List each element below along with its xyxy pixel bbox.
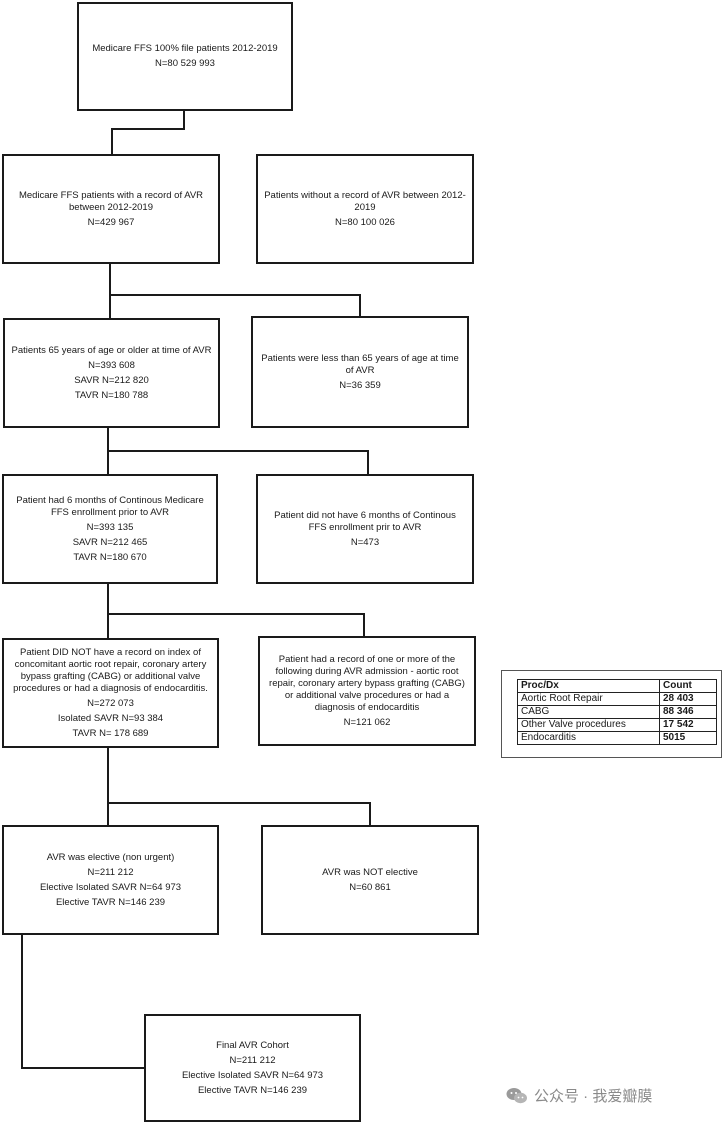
box-text-line: N=429 967 [87,216,135,228]
legend-header-row: Proc/Dx Count [517,679,717,693]
legend-row-label: Aortic Root Repair [517,692,660,706]
box-text-line: N=211 212 [229,1054,276,1066]
legend-row-label: Other Valve procedures [517,718,660,732]
legend-row-count: 88 346 [659,705,717,719]
watermark-text: 公众号 · 我爱瓣膜 [534,1088,653,1105]
box-text-line: Patient had 6 months of Continous Medica… [16,494,204,518]
box-text-line: N=393 608 [88,359,135,371]
box-text-line: Medicare FFS patients with a record of A… [18,189,204,213]
box-text-line: AVR was NOT elective [322,866,418,878]
connector-10-12 [21,935,144,1069]
connector-4-5 [108,450,369,474]
legend-header-proc: Proc/Dx [517,679,660,693]
legend-row: Endocarditis 5015 [517,731,717,745]
legend-row: Aortic Root Repair 28 403 [517,692,717,706]
connector-8-9 [108,802,371,825]
no-avr-record-box: Patients without a record of AVR between… [256,154,474,264]
box-text-line: N=80 529 993 [155,58,215,69]
connector-6-7 [108,613,365,636]
box-text-line: AVR was elective (non urgent) [46,851,175,863]
box-text-line: Isolated SAVR N=93 384 [57,712,164,724]
concomitant-procedure-box: Patient had a record of one or more of t… [258,636,476,746]
box-text-line: Patient did not have 6 months of Contino… [274,509,456,533]
box-text-line: N=393 135 [86,521,134,533]
legend-row: Other Valve procedures 17 542 [517,718,717,732]
box-text-line: Medicare FFS 100% file patients 2012-201… [92,43,278,54]
no-concomitant-procedure-box: Patient DID NOT have a record on index o… [2,638,219,748]
box-text-line: N=473 [350,536,380,548]
legend-row-label: Endocarditis [517,731,660,745]
age-65-plus-box: Patients 65 years of age or older at tim… [3,318,220,428]
procedure-count-table: Proc/Dx Count Aortic Root Repair 28 403 … [517,679,717,745]
wechat-icon [506,1087,527,1103]
procedure-count-legend: Proc/Dx Count Aortic Root Repair 28 403 … [501,670,722,758]
box-text-line: Patient had a record of one or more of t… [269,653,465,713]
connector-1-2 [111,111,185,154]
box-text-line: Elective TAVR N=146 239 [55,896,166,908]
box-text-line: N=272 073 [87,697,134,709]
box-text-line: Patients without a record of AVR between… [264,189,466,213]
legend-row-count: 28 403 [659,692,717,706]
box-text-line: SAVR N=212 465 [72,536,148,548]
box-text-line: Patient DID NOT have a record on index o… [13,646,208,694]
connector-2-3 [110,294,361,316]
box-text-line: N=121 062 [343,716,391,728]
legend-row-count: 5015 [659,731,717,745]
legend-header-count: Count [659,679,717,693]
medicare-ffs-all-patients-box: Medicare FFS 100% file patients 2012-201… [77,2,293,111]
box-text-line: N=211 212 [87,866,134,878]
box-text-line: TAVR N=180 788 [74,389,149,401]
box-text-line: Elective Isolated SAVR N=64 973 [181,1069,324,1081]
box-text-line: Patients were less than 65 years of age … [261,352,459,376]
age-under-65-box: Patients were less than 65 years of age … [251,316,469,428]
legend-row-label: CABG [517,705,660,719]
avr-record-box: Medicare FFS patients with a record of A… [2,154,220,264]
continuous-enrollment-box: Patient had 6 months of Continous Medica… [2,474,218,584]
box-text-line: SAVR N=212 820 [74,374,149,386]
box-text-line: Patients 65 years of age or older at tim… [11,344,212,356]
box-text-line: TAVR N= 178 689 [72,727,149,739]
box-text-line: Elective Isolated SAVR N=64 973 [39,881,182,893]
box-text-line: N=36 359 [339,379,381,391]
box-text-line: N=60 861 [349,881,391,893]
legend-row: CABG 88 346 [517,705,717,719]
box-text-line: Final AVR Cohort [216,1039,289,1051]
no-continuous-enrollment-box: Patient did not have 6 months of Contino… [256,474,474,584]
box-text-line: Elective TAVR N=146 239 [197,1084,308,1096]
box-text-line: TAVR N=180 670 [73,551,147,563]
wechat-watermark: 公众号 · 我爱瓣膜 [506,1085,652,1106]
legend-row-count: 17 542 [659,718,717,732]
box-text-line: N=80 100 026 [335,216,395,228]
